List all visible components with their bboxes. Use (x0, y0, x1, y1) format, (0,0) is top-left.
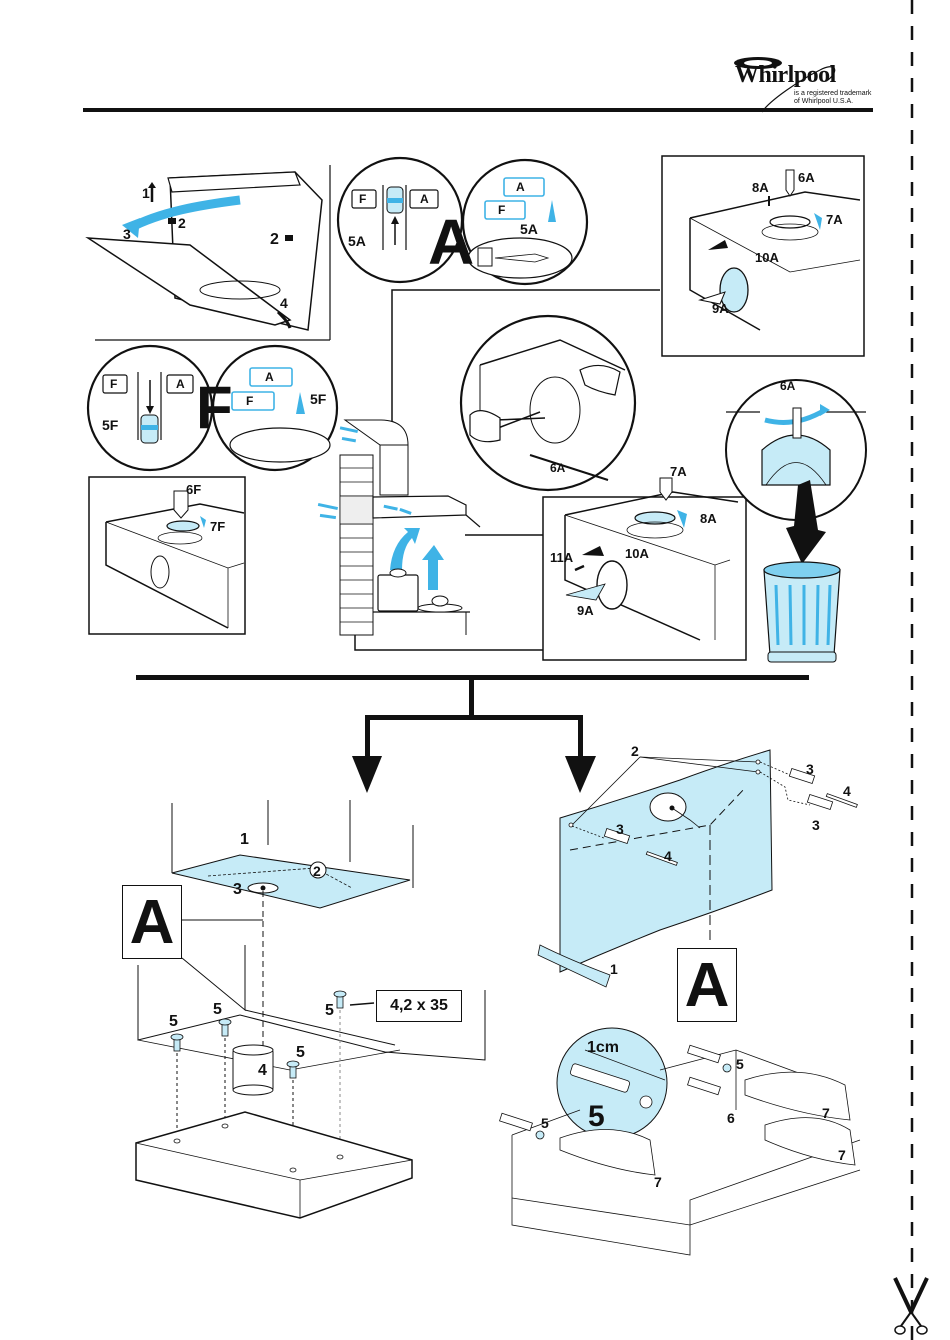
part-label: 5 (541, 1115, 549, 1131)
step-label: 6A (798, 170, 815, 185)
part-label: 2 (631, 743, 639, 759)
part-label: 3 (233, 881, 242, 898)
part-label: 1 (240, 831, 249, 848)
tag-f: F (246, 394, 254, 408)
dimension-label: 1cm (587, 1039, 620, 1056)
step-label: 1 (142, 185, 150, 201)
step-label: 7A (670, 464, 687, 479)
part-label: 5 (296, 1044, 305, 1061)
part-label: 4 (258, 1062, 267, 1079)
step-label: 6A (550, 461, 566, 475)
part-label: 7 (838, 1147, 846, 1163)
tag-f: F (498, 203, 506, 217)
trademark-note: is a registered trademark of Whirlpool U… (794, 90, 872, 105)
tag-f: F (359, 192, 367, 206)
step-label: 7A (826, 212, 843, 227)
screw-spec-label: 4,2 x 35 (376, 990, 462, 1022)
part-label: 3 (616, 821, 624, 837)
section-letter-a: A (677, 948, 737, 1022)
step-label: 8A (700, 511, 717, 526)
step-label: 11A (550, 550, 574, 565)
brand-logo: Whirlpool (735, 62, 836, 88)
step-label: 9A (712, 301, 729, 316)
part-label: 5 (213, 1001, 222, 1018)
step-label: 5A (348, 233, 366, 249)
arrow-down-right (565, 756, 596, 793)
mode-letter-f: F (196, 374, 233, 441)
step-label: 6A (780, 379, 796, 393)
tag-a: A (516, 180, 525, 194)
part-label: 5 (325, 1002, 334, 1019)
step-label: 3 (123, 226, 131, 242)
step-label: 5A (520, 221, 538, 237)
mode-letter-a: A (428, 206, 475, 278)
step-label: 2 (178, 215, 186, 231)
part-label: 7 (822, 1105, 830, 1121)
step-label: 7F (210, 519, 226, 534)
step-label: 5F (310, 391, 327, 407)
part-label: 3 (806, 761, 814, 777)
tag-a: A (265, 370, 274, 384)
part-label: 4 (664, 848, 672, 864)
step-label: 8A (752, 180, 769, 195)
step-label: 10A (755, 250, 779, 265)
part-label: 1 (610, 961, 618, 977)
part-label: 7 (654, 1174, 662, 1190)
part-label: 5 (169, 1013, 178, 1030)
part-label: 2 (313, 863, 321, 879)
tag-f: F (110, 377, 118, 391)
arrow-down-left (352, 756, 382, 793)
part-label: 4 (843, 783, 851, 799)
step-label: 9A (577, 603, 594, 618)
step-label: 6F (186, 482, 202, 497)
step-label: 4 (280, 295, 288, 311)
header-rule (83, 108, 873, 112)
tag-a: A (176, 377, 185, 391)
step-label: 2 (270, 231, 279, 248)
scissors-icon (893, 1277, 929, 1335)
tag-a: A (420, 192, 429, 206)
step-label: 5F (102, 417, 119, 433)
part-label: 6 (727, 1110, 735, 1126)
section-letter-a: A (122, 885, 182, 959)
step-label: 10A (625, 546, 649, 561)
part-label: 3 (812, 817, 820, 833)
detail-step-label: 5 (588, 1100, 605, 1133)
part-label: 5 (736, 1056, 744, 1072)
